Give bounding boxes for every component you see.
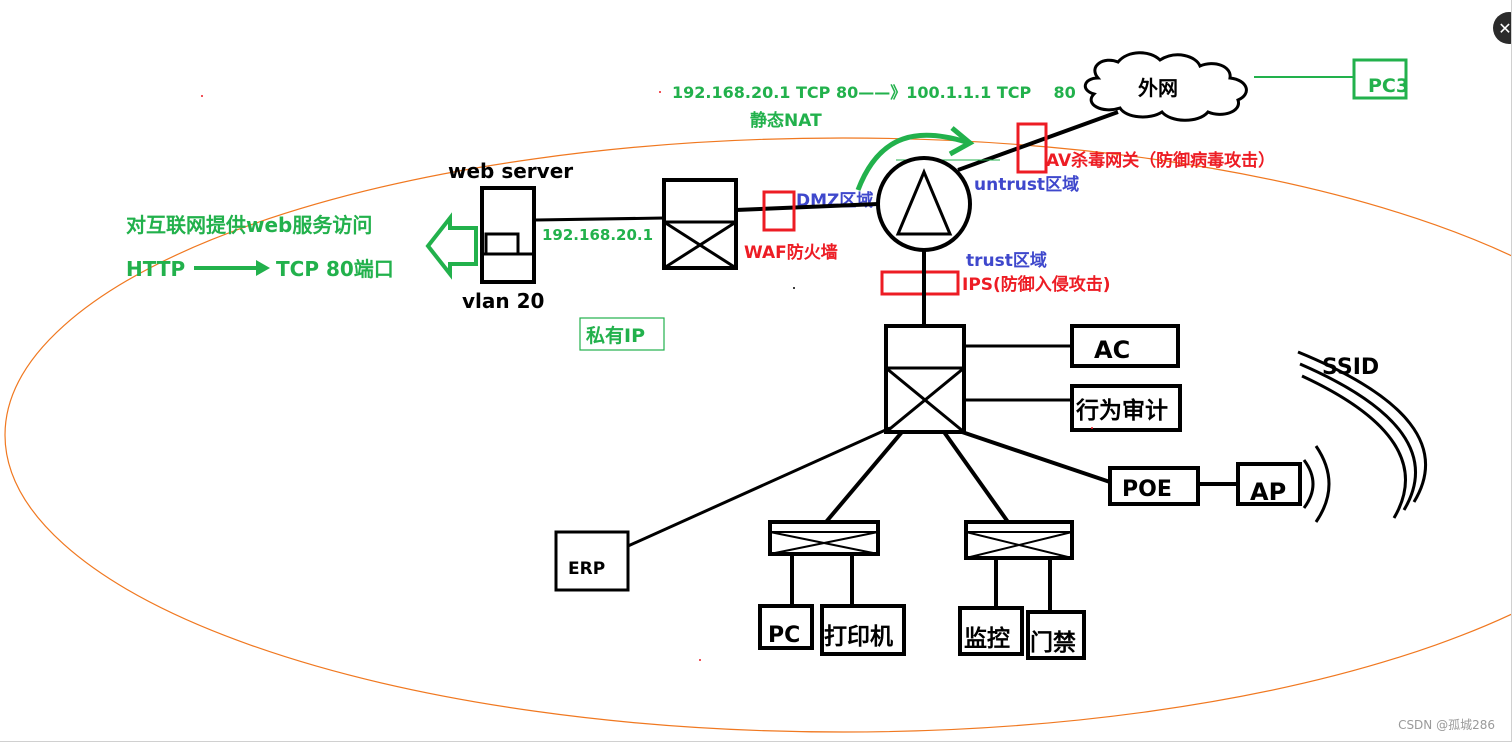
ap-label: AP [1250,478,1286,506]
erp-label: ERP [568,559,605,579]
tcp-label: TCP 80端口 [276,257,394,281]
ips-box [880,270,960,296]
dmz-switch-router-link [735,202,879,212]
core-erp-link [627,426,891,548]
access-switch-2-icon [964,520,1074,560]
printer-box [820,604,906,656]
cloud-label: 外网 [1138,76,1178,100]
close-viewer-button[interactable]: ✕ [1493,12,1512,44]
pc3-label: PC3 [1368,75,1409,97]
access-switch-1-icon [768,520,880,556]
waf-label: WAF防火墙 [744,242,838,263]
waf-box [762,190,796,232]
audit-label: 行为审计 [1075,397,1168,424]
http-arrow-head [256,260,270,276]
nat-mapping: 192.168.20.1 TCP 80——》100.1.1.1 TCP 80 [672,83,1076,102]
watermark: CSDN @孤城286 [1398,718,1495,732]
access-control-label: 门禁 [1030,629,1076,656]
web-server-label: web server [448,159,573,183]
pc3-box [1352,58,1408,100]
private-ip-label: 私有IP [586,324,645,347]
dmz-switch-icon [662,178,738,270]
wifi-signal-icon [1297,350,1427,523]
printer-label: 打印机 [824,623,893,650]
poe-label: POE [1122,477,1172,502]
ips-label: IPS(防御入侵攻击) [962,274,1111,295]
core-switch2-link [942,430,1010,524]
nat-arrow [855,132,967,191]
audit-box [1070,384,1182,432]
monitor-box [958,606,1024,656]
core-switch1-link [824,430,904,524]
pc-label: PC [768,623,800,648]
nat-arrow-head [948,126,975,157]
untrust-zone-label: untrust区域 [974,174,1079,195]
server-ip-label: 192.168.20.1 [542,226,653,244]
monitor-label: 监控 [964,625,1010,652]
service-desc: 对互联网提供web服务访问 [126,213,372,237]
ac-box [1070,324,1180,368]
http-label: HTTP [126,257,185,281]
server-switch-link [535,216,665,222]
private-network-boundary [4,137,1511,733]
close-icon: ✕ [1498,18,1512,38]
nat-label: 静态NAT [750,110,822,131]
ac-label: AC [1094,336,1130,364]
service-arrow-icon [425,212,478,280]
av-gateway-box [1016,122,1048,174]
poe-box [1108,466,1200,506]
internet-cloud-icon [1083,51,1248,122]
ssid-label: SSID [1322,355,1379,380]
access-control-box [1026,610,1086,660]
private-ip-box [579,317,665,351]
trust-zone-label: trust区域 [966,250,1047,271]
pc-box [758,604,814,650]
vlan-label: vlan 20 [462,289,544,313]
erp-box [554,530,630,592]
router-triangle [895,168,953,236]
core-poe-link [961,430,1111,484]
av-gateway-label: AV杀毒网关（防御病毒攻击） [1046,150,1275,171]
ap-box [1236,462,1302,506]
